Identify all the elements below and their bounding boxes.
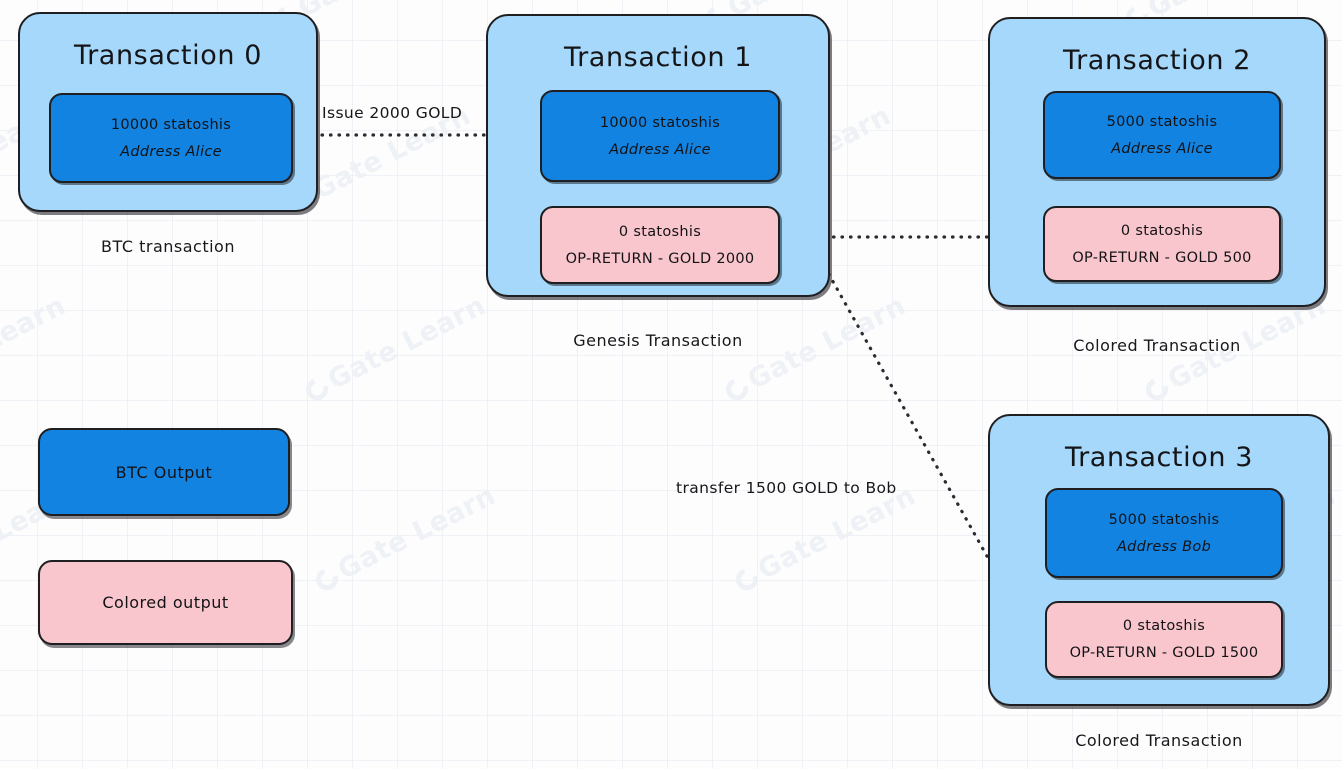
tx3-output-colored[interactable]: 0 statoshis OP-RETURN - GOLD 1500 [1045,601,1283,678]
gate-logo-icon [722,374,752,404]
watermark-text: Gate Learn [293,0,461,24]
watermark: Gate Learn [730,480,921,598]
tx1-btc-detail: Address Alice [609,141,711,158]
tx2-btc-detail: Address Alice [1111,140,1213,157]
tx2-btc-amount: 5000 statoshis [1106,113,1218,130]
tx0-output-btc[interactable]: 10000 statoshis Address Alice [49,93,293,183]
tx3-title: Transaction 3 [1064,442,1254,473]
tx0-caption: BTC transaction [101,237,235,256]
tx0-title: Transaction 0 [73,40,263,71]
legend-btc-output: BTC Output [38,428,290,516]
watermark: Gate Learn [310,480,501,598]
tx2-output-colored[interactable]: 0 statoshis OP-RETURN - GOLD 500 [1043,206,1281,282]
tx2-caption: Colored Transaction [1073,336,1241,355]
tx1-title: Transaction 1 [563,42,753,73]
tx1-btc-amount: 10000 statoshis [599,114,721,131]
tx2-output-btc[interactable]: 5000 statoshis Address Alice [1043,91,1281,179]
transaction-card-tx1[interactable]: Transaction 1 10000 statoshis Address Al… [486,14,830,297]
tx2-title: Transaction 2 [1062,45,1252,76]
arrow-label-transfer: transfer 1500 GOLD to Bob [676,479,897,497]
tx3-colored-amount: 0 statoshis [1122,618,1206,634]
tx0-output-detail: Address Alice [120,143,222,160]
transaction-card-tx2[interactable]: Transaction 2 5000 statoshis Address Ali… [988,17,1326,307]
tx3-btc-detail: Address Bob [1116,538,1212,555]
tx1-caption: Genesis Transaction [573,331,743,350]
transaction-card-tx3[interactable]: Transaction 3 5000 statoshis Address Bob… [988,414,1330,706]
tx0-output-amount: 10000 statoshis [110,116,232,133]
tx1-output-btc[interactable]: 10000 statoshis Address Alice [540,90,780,182]
gate-logo-icon [732,564,762,594]
tx1-colored-detail: OP-RETURN - GOLD 2000 [565,250,755,267]
tx3-colored-detail: OP-RETURN - GOLD 1500 [1069,645,1259,661]
gate-logo-icon [312,564,342,594]
watermark-text: Gate Learn [333,479,501,586]
legend-btc-label: BTC Output [115,462,213,482]
tx3-caption: Colored Transaction [1075,731,1243,750]
watermark-text: Gate Learn [0,289,71,396]
gate-logo-icon [302,374,332,404]
legend-colored-output: Colored output [38,560,293,645]
gate-logo-icon [1142,374,1172,404]
watermark-text: Gate Learn [323,289,491,396]
transaction-card-tx0[interactable]: Transaction 0 10000 statoshis Address Al… [18,12,318,212]
watermark: Gate Learn [0,290,71,408]
watermark: Gate Learn [300,290,491,408]
tx3-btc-amount: 5000 statoshis [1108,511,1220,528]
legend-colored-label: Colored output [102,593,229,612]
tx2-colored-detail: OP-RETURN - GOLD 500 [1072,249,1252,266]
tx2-colored-amount: 0 statoshis [1120,222,1204,239]
arrow-label-issue: Issue 2000 GOLD [322,104,463,122]
tx1-colored-amount: 0 statoshis [618,223,702,240]
tx3-output-btc[interactable]: 5000 statoshis Address Bob [1045,488,1283,578]
tx1-output-colored[interactable]: 0 statoshis OP-RETURN - GOLD 2000 [540,206,780,284]
